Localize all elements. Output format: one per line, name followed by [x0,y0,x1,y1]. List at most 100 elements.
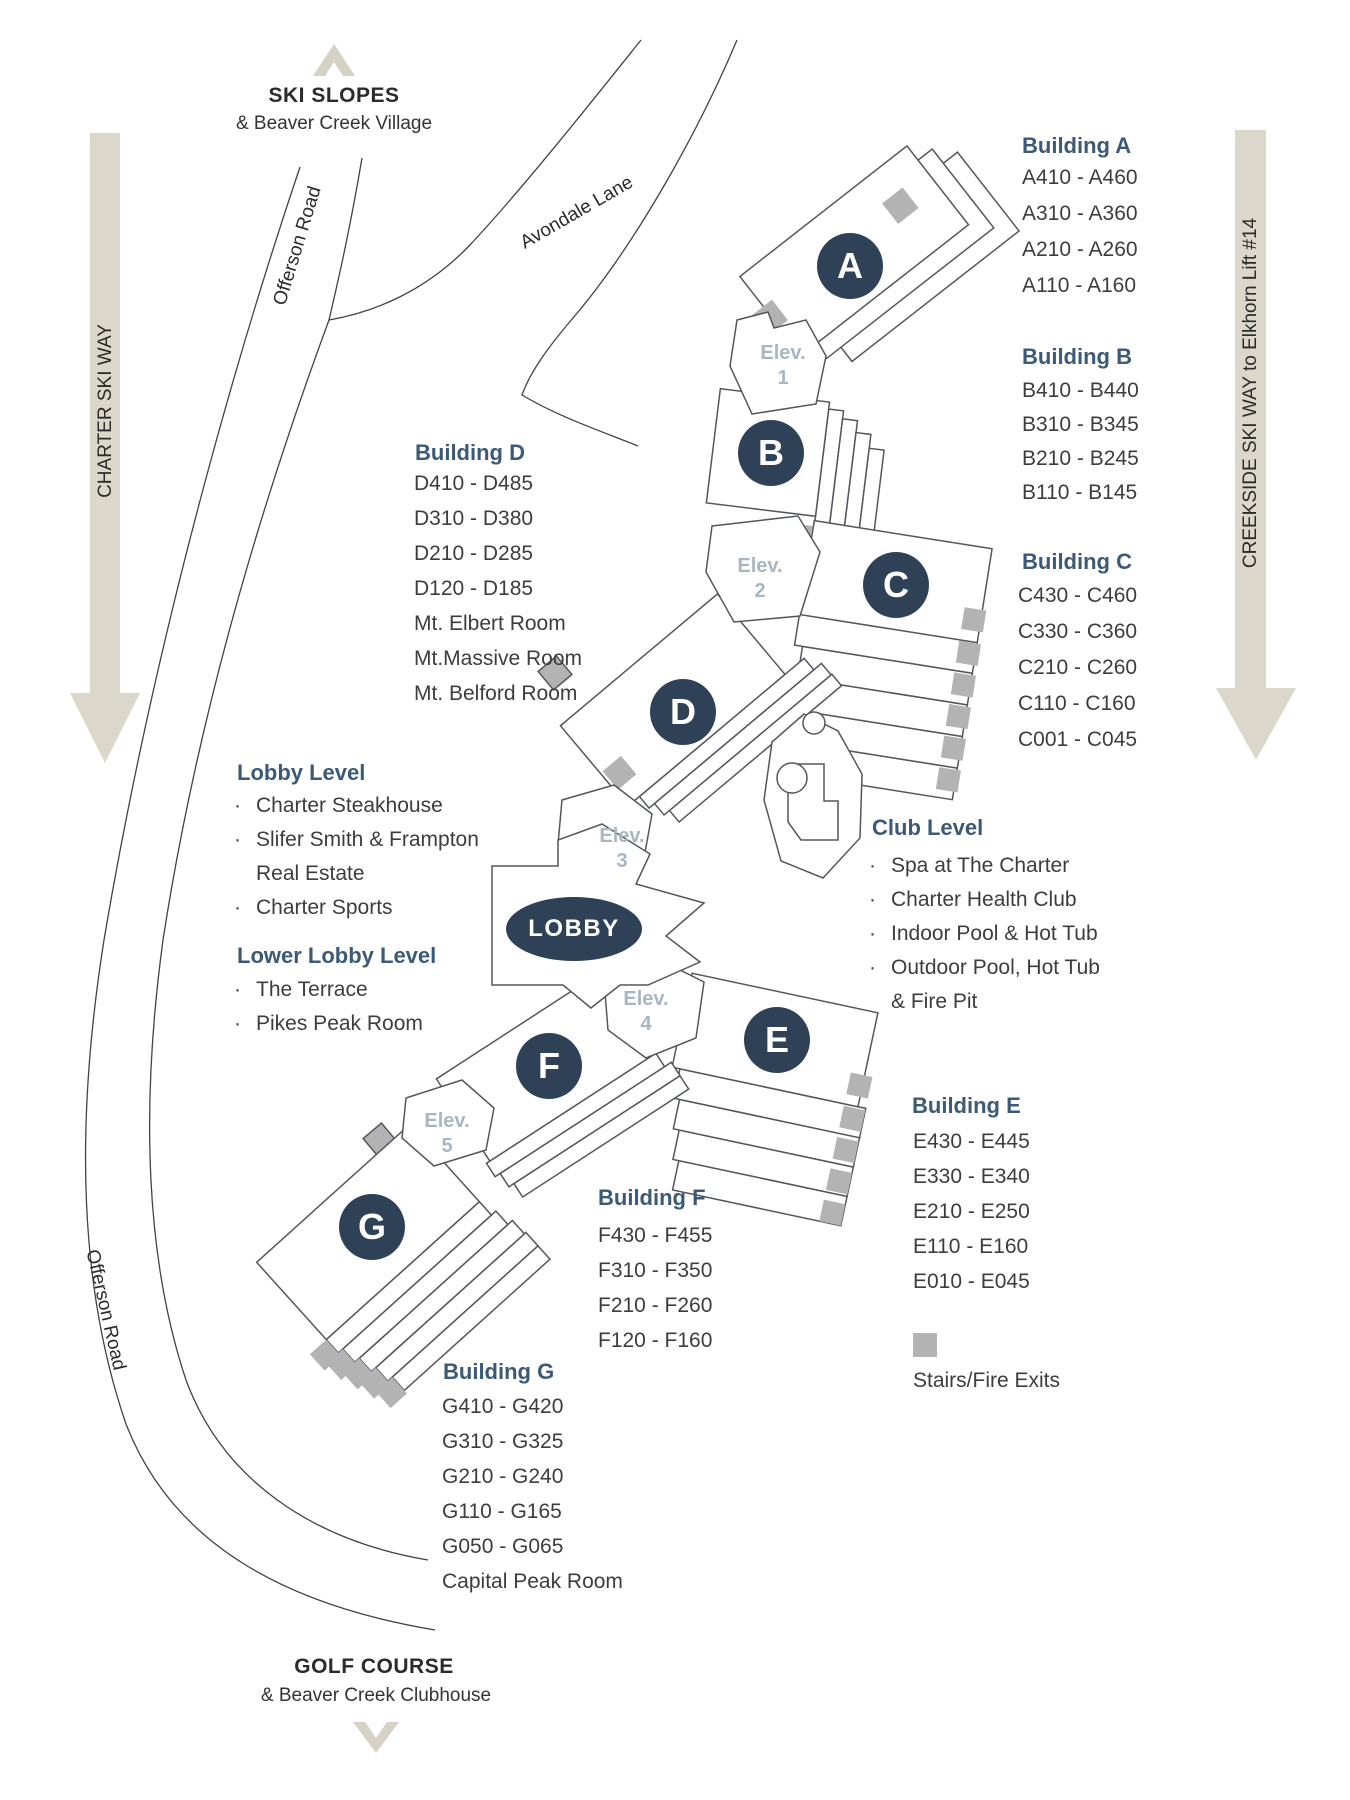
bullet: · [869,956,876,979]
bullet: · [234,978,241,1001]
ski-slopes-subtitle: & Beaver Creek Village [235,113,433,134]
stairs-square [825,1168,853,1195]
room-range: C330 - C360 [1018,620,1138,643]
amenity-item: · Charter Steakhouse [234,789,479,823]
elevator-4-label: Elev. 4 [606,987,686,1037]
golf-course-title: GOLF COURSE [294,1655,454,1678]
room-range: E430 - E445 [913,1130,1030,1153]
charter-ski-way-arrow-icon [70,693,140,763]
elev-word: Elev. [623,988,669,1010]
room-range: Capital Peak Room [442,1570,623,1593]
room-range: Mt. Belford Room [414,682,578,705]
room-range: G110 - G165 [442,1500,562,1523]
building-g-heading: Building G [443,1359,555,1384]
hot-tub [802,711,826,735]
bullet: · [234,828,241,851]
building-b-marker: B [738,420,804,486]
room-range: A210 - A260 [1022,238,1138,261]
item-text: The Terrace [256,978,368,1001]
room-range: D410 - D485 [414,472,534,495]
golf-course-arrow-icon [353,1722,399,1753]
room-range: Mt.Massive Room [414,647,583,670]
elevator-5-lobby [401,1079,495,1167]
amenity-item: ·Charter Health Club [869,883,1100,917]
lobby-level-heading: Lobby Level [237,760,366,785]
amenity-item: · The Terrace [234,973,423,1007]
item-text: Pikes Peak Room [256,1012,423,1035]
elevator-3-label: Elev. 3 [582,824,662,874]
offerson-road-inner-line [149,319,429,1561]
room-range: D310 - D380 [414,507,534,530]
building-b-heading: Building B [1022,344,1132,369]
lower-lobby-level-heading: Lower Lobby Level [237,943,437,968]
lower-lobby-level-items: · The Terrace · Pikes Peak Room [234,973,423,1041]
item-text: Outdoor Pool, Hot Tub [891,956,1100,979]
stairs-square [940,735,966,761]
golf-course-subtitle: & Beaver Creek Clubhouse [260,1685,492,1706]
item-text: Slifer Smith & Frampton [256,828,479,851]
amenity-item: · Pikes Peak Room [234,1007,423,1041]
room-range: A310 - A360 [1022,202,1138,225]
hot-tub [776,762,808,794]
amenity-item: · Slifer Smith & Frampton [234,823,479,857]
room-range: C110 - C160 [1018,692,1136,715]
room-range: B210 - B245 [1022,447,1139,470]
bullet: · [234,1012,241,1035]
elev-number: 5 [441,1135,453,1157]
stairs-square [839,1105,866,1132]
charter-ski-way-label: CHARTER SKI WAY [95,324,116,498]
amenity-item: · Outdoor Pool, Hot Tub [869,951,1100,985]
stairs-square [537,655,573,691]
amenity-item: ·Charter Sports [234,891,479,925]
stairs-square [832,1137,859,1164]
stairs-square [961,607,987,633]
stairs-square [602,755,637,790]
amenity-item: Real Estate [234,857,479,891]
building-d-heading: Building D [415,440,525,465]
room-range: A110 - A160 [1022,274,1137,297]
building-d-marker: D [650,679,716,745]
room-range: G410 - G420 [442,1395,564,1418]
building-c-shape [793,519,993,801]
offerson-road-fork-line [328,157,363,321]
stairs-square [882,187,919,224]
stairs-square [846,1072,873,1099]
charter-ski-way-bar [90,133,120,693]
elev-number: 1 [777,367,789,389]
elev-word: Elev. [760,342,806,364]
roads-layer [84,39,738,1631]
elev-number: 2 [754,580,766,602]
stairs-square [950,672,977,698]
club-level-items: ·Spa at The Charter·Charter Health Club·… [869,849,1100,1019]
item-text: Charter Health Club [891,888,1077,911]
building-f-heading: Building F [598,1185,706,1210]
room-range: A410 - A460 [1022,166,1138,189]
item-text: Real Estate [256,862,365,885]
building-a-marker: A [817,233,883,299]
stairs-square [945,704,971,730]
building-c-marker: C [863,552,929,618]
room-range: F210 - F260 [598,1294,713,1317]
creekside-ski-way-label: CREEKSIDE SKI WAY to Elkhorn Lift #14 [1240,217,1261,569]
bullet: · [234,794,241,817]
elevator-1-lobby [729,311,827,415]
building-f-marker: F [516,1033,582,1099]
room-range: C001 - C045 [1018,728,1138,751]
item-text: Charter Steakhouse [256,794,443,817]
building-e-heading: Building E [912,1093,1021,1118]
elevator-5-label: Elev. 5 [407,1109,487,1159]
room-range: D120 - D185 [414,577,534,600]
building-g-marker: G [339,1194,405,1260]
stairs-square [955,640,982,666]
room-range: E330 - E340 [913,1165,1030,1188]
room-range: F120 - F160 [598,1329,713,1352]
legend-stairs-square [913,1333,937,1357]
elev-number: 3 [616,850,628,872]
